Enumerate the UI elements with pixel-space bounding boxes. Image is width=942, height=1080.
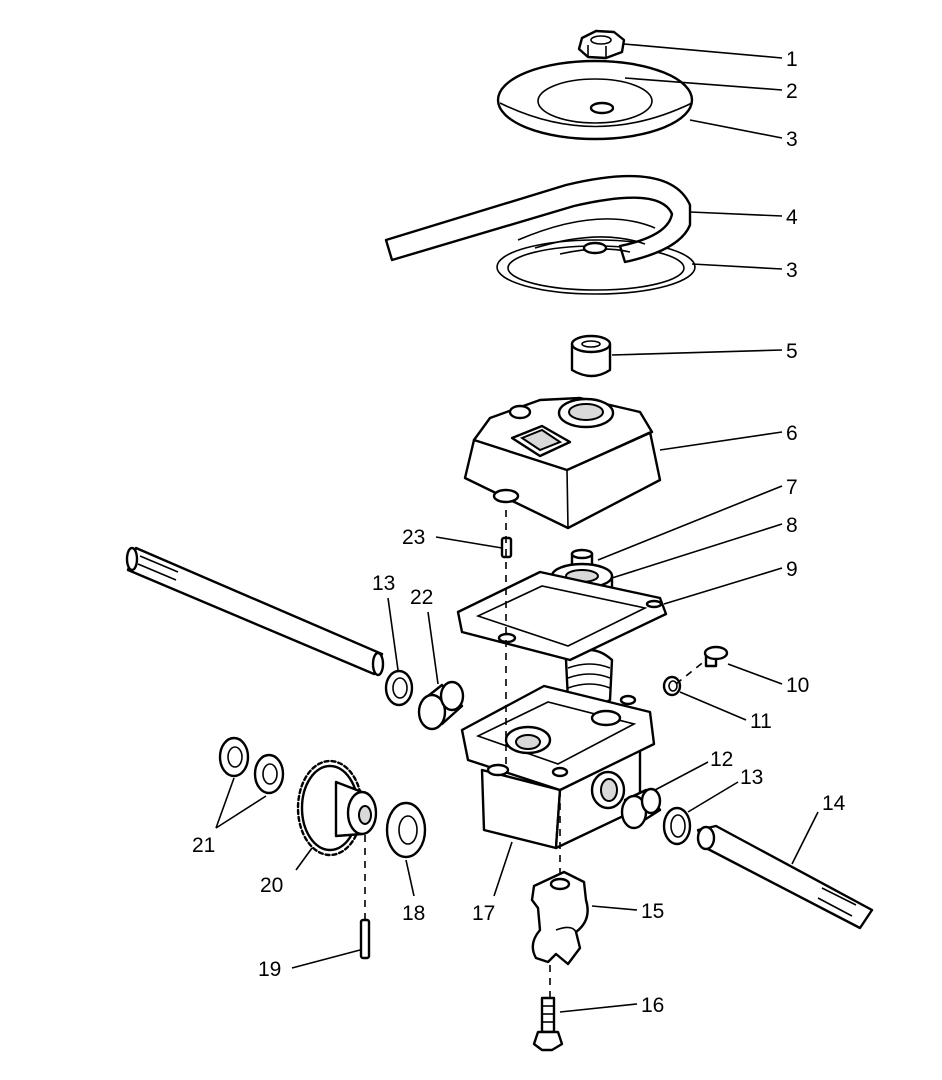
washer-gear-part — [385, 801, 427, 859]
spacer-bushing-part — [570, 334, 612, 378]
spring-cup-top-part — [496, 59, 694, 141]
torsion-spring-part — [384, 174, 696, 295]
gear-housing-part — [460, 684, 656, 850]
callout-1: 1 — [786, 48, 798, 71]
callout-20: 20 — [260, 874, 283, 897]
worm-gear-part — [296, 759, 378, 857]
assembly-lines — [364, 510, 707, 998]
axle-shaft-left-part — [125, 546, 385, 677]
callout-7: 7 — [786, 476, 798, 499]
callout-2: 2 — [786, 80, 798, 103]
screw-part — [703, 645, 729, 668]
callout-13-left: 13 — [372, 572, 395, 595]
callout-14: 14 — [822, 792, 846, 815]
callout-21: 21 — [192, 834, 215, 857]
roll-pin-part — [359, 918, 371, 960]
hex-nut-part — [577, 29, 626, 60]
callout-18: 18 — [402, 902, 425, 925]
bushing-right-part — [620, 787, 662, 830]
washer-small-part — [662, 675, 682, 697]
shim-washers-part — [218, 736, 285, 795]
callout-3-top: 3 — [786, 128, 798, 151]
mounting-bracket-part — [530, 870, 589, 966]
callout-8: 8 — [786, 514, 798, 537]
callout-11: 11 — [750, 710, 772, 733]
callout-23: 23 — [402, 526, 425, 549]
callout-15: 15 — [641, 900, 664, 923]
gasket-part — [456, 570, 668, 662]
bushing-left-part — [417, 680, 465, 731]
callout-19: 19 — [258, 958, 281, 981]
callout-3-bottom: 3 — [786, 259, 798, 282]
thrust-washer-left-part — [384, 669, 414, 707]
callout-16: 16 — [641, 994, 664, 1017]
callout-9: 9 — [786, 558, 798, 581]
callout-17: 17 — [472, 902, 495, 925]
leader-lines — [215, 43, 819, 1013]
callout-6: 6 — [786, 422, 798, 445]
callout-5: 5 — [786, 340, 798, 363]
axle-shaft-right-part — [696, 824, 874, 930]
callout-22: 22 — [410, 586, 433, 609]
bolt-part — [532, 996, 564, 1052]
callout-13-right: 13 — [740, 766, 763, 789]
callout-12: 12 — [710, 748, 733, 771]
gear-housing-cover-part — [463, 396, 662, 530]
thrust-washer-right-part — [662, 806, 692, 846]
callout-4: 4 — [786, 206, 798, 229]
callout-labels: 1 2 3 4 3 5 6 7 8 9 10 11 12 13 14 15 16… — [192, 48, 846, 1017]
callout-10: 10 — [786, 674, 809, 697]
